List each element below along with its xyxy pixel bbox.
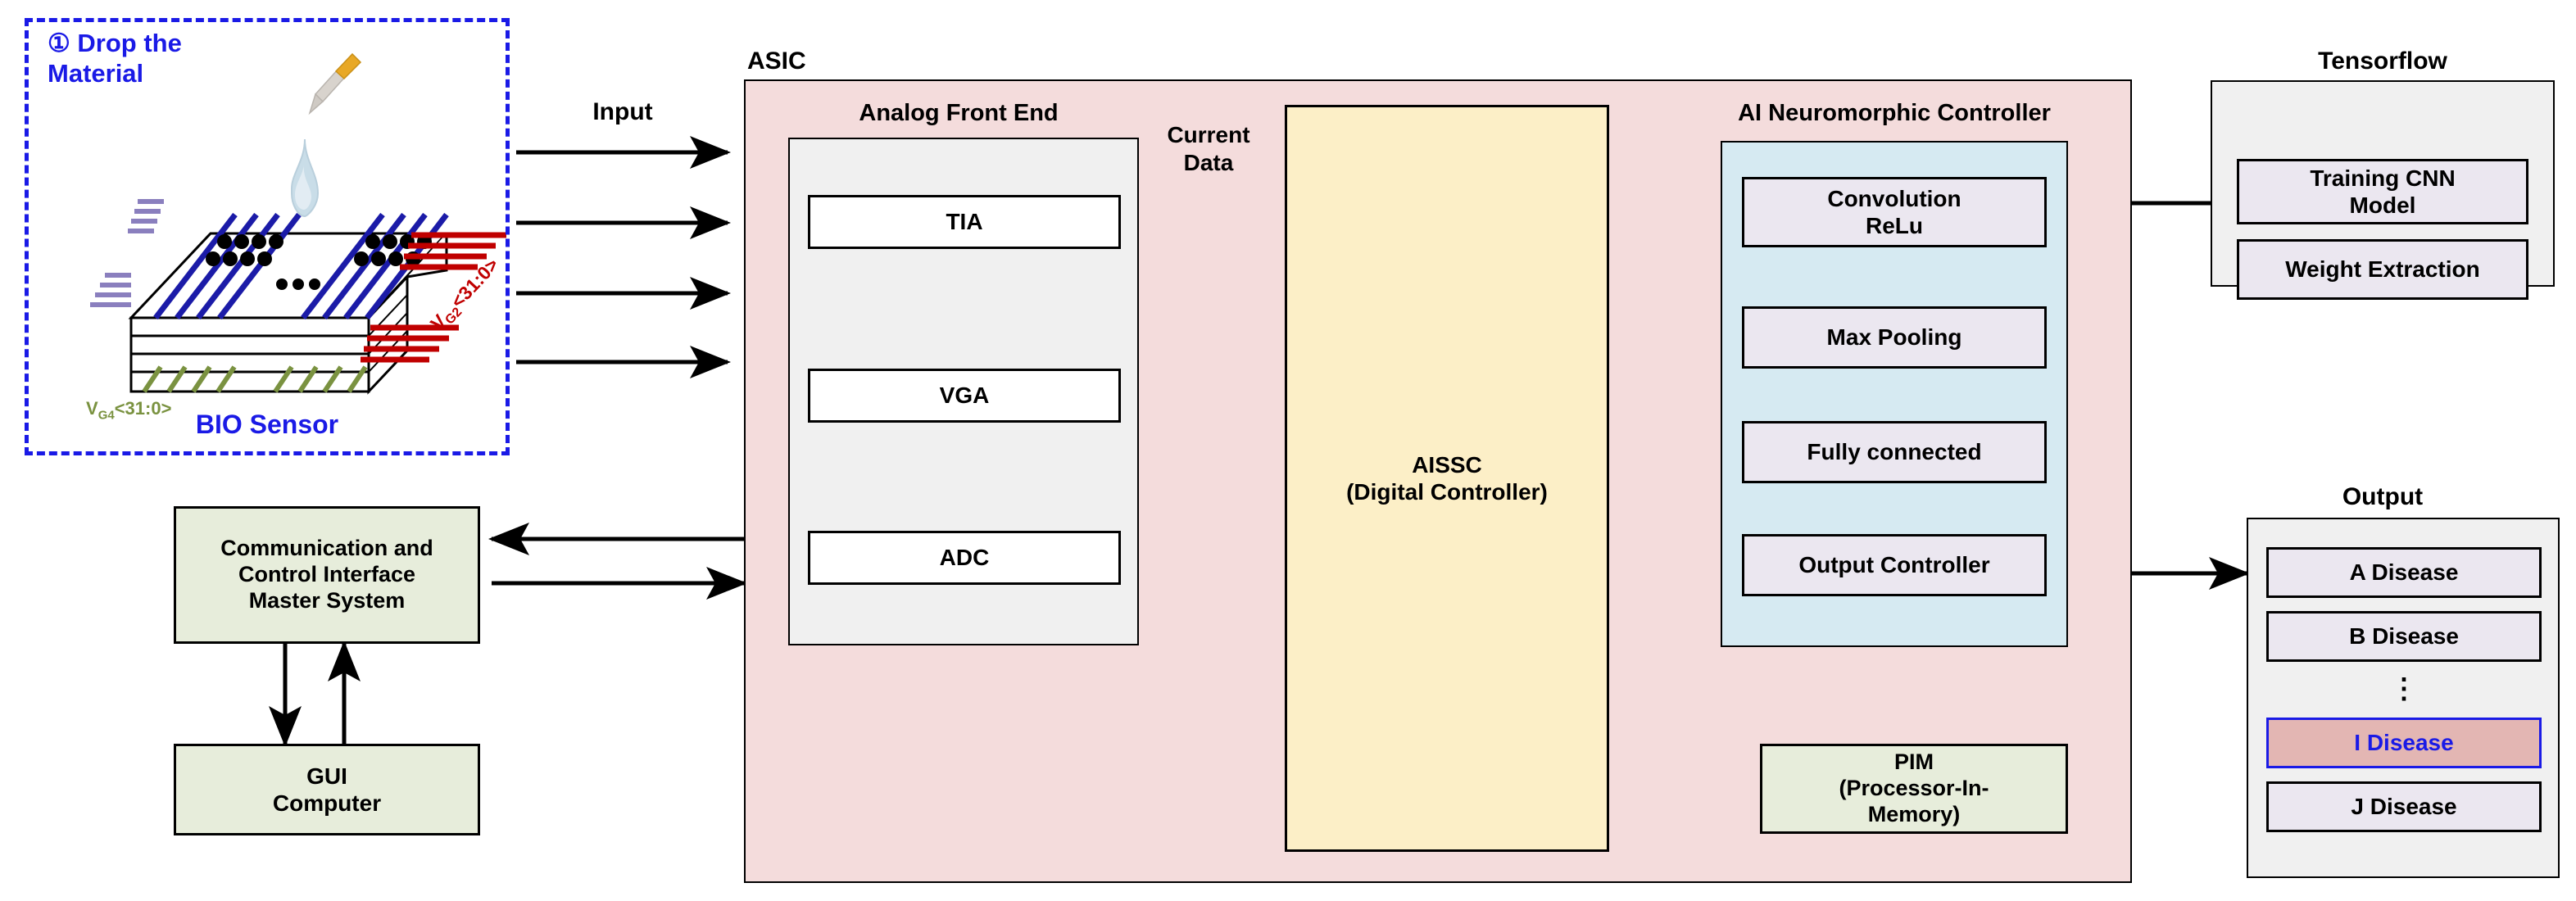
pim-label: PIM (Processor-In- Memory) xyxy=(1839,749,1989,826)
aissc-label: AISSC (Digital Controller) xyxy=(1346,451,1548,505)
vg4-range: <31:0> xyxy=(114,398,172,419)
output-title: Output xyxy=(2342,483,2424,510)
tensorflow-block-weight-extraction-label: Weight Extraction xyxy=(2285,256,2480,283)
vg4-prefix: V xyxy=(86,398,98,419)
input-arrows xyxy=(516,136,732,378)
tensorflow-title: Tensorflow xyxy=(2318,48,2447,75)
output-item-i-disease[interactable]: I Disease xyxy=(2266,718,2542,768)
asic-title: ASIC xyxy=(747,48,806,75)
output-item-i-disease-label: I Disease xyxy=(2354,730,2454,756)
master-system-block[interactable]: Communication and Control Interface Mast… xyxy=(174,506,480,644)
drop-material-step-label: ① Drop the Material xyxy=(48,29,182,88)
vg4-gate-label: VG4<31:0> xyxy=(86,398,171,422)
output-item-a-disease[interactable]: A Disease xyxy=(2266,547,2542,598)
aissc-block[interactable]: AISSC (Digital Controller) xyxy=(1285,105,1609,852)
gui-computer-block[interactable]: GUI Computer xyxy=(174,744,480,835)
ai-block-convolution-relu[interactable]: Convolution ReLu xyxy=(1742,177,2047,247)
bio-sensor-panel xyxy=(25,18,510,455)
ai-block-output-controller[interactable]: Output Controller xyxy=(1742,534,2047,596)
tensorflow-block-training-cnn-model[interactable]: Training CNN Model xyxy=(2237,159,2528,224)
output-item-b-disease[interactable]: B Disease xyxy=(2266,611,2542,662)
ai-block-max-pooling[interactable]: Max Pooling xyxy=(1742,306,2047,369)
input-label: Input xyxy=(592,98,653,125)
afe-block-adc[interactable]: ADC xyxy=(808,531,1121,585)
gui-computer-label: GUI Computer xyxy=(272,763,382,816)
ai-block-max-pooling-label: Max Pooling xyxy=(1826,324,1962,351)
output-item-b-disease-label: B Disease xyxy=(2349,623,2459,650)
output-item-a-disease-label: A Disease xyxy=(2349,559,2459,586)
afe-block-vga[interactable]: VGA xyxy=(808,369,1121,423)
pim-block[interactable]: PIM (Processor-In- Memory) xyxy=(1760,744,2068,834)
vg4-subscript: G4 xyxy=(98,408,115,423)
bio-sensor-caption: BIO Sensor xyxy=(195,410,339,439)
current-data-label: Current Data xyxy=(1167,122,1250,175)
output-vertical-ellipsis-glyph: ⋮ xyxy=(2390,673,2418,705)
ai-block-fully-connected-label: Fully connected xyxy=(1807,439,1982,465)
output-vertical-ellipsis: ⋮ xyxy=(2266,667,2542,713)
tensorflow-block-weight-extraction[interactable]: Weight Extraction xyxy=(2237,239,2528,300)
tensorflow-block-training-cnn-model-label: Training CNN Model xyxy=(2310,165,2456,218)
ai-controller-title: AI Neuromorphic Controller xyxy=(1738,100,2051,126)
ai-block-output-controller-label: Output Controller xyxy=(1798,552,1990,578)
ai-block-fully-connected[interactable]: Fully connected xyxy=(1742,421,2047,483)
analog-front-end-title: Analog Front End xyxy=(859,100,1059,126)
afe-block-vga-label: VGA xyxy=(939,383,990,409)
afe-block-tia[interactable]: TIA xyxy=(808,195,1121,249)
output-item-j-disease-label: J Disease xyxy=(2351,794,2457,820)
ai-block-convolution-relu-label: Convolution ReLu xyxy=(1827,185,1961,238)
master-system-label: Communication and Control Interface Mast… xyxy=(220,536,433,613)
afe-block-adc-label: ADC xyxy=(939,545,990,571)
afe-block-tia-label: TIA xyxy=(946,209,983,235)
output-item-j-disease[interactable]: J Disease xyxy=(2266,781,2542,832)
